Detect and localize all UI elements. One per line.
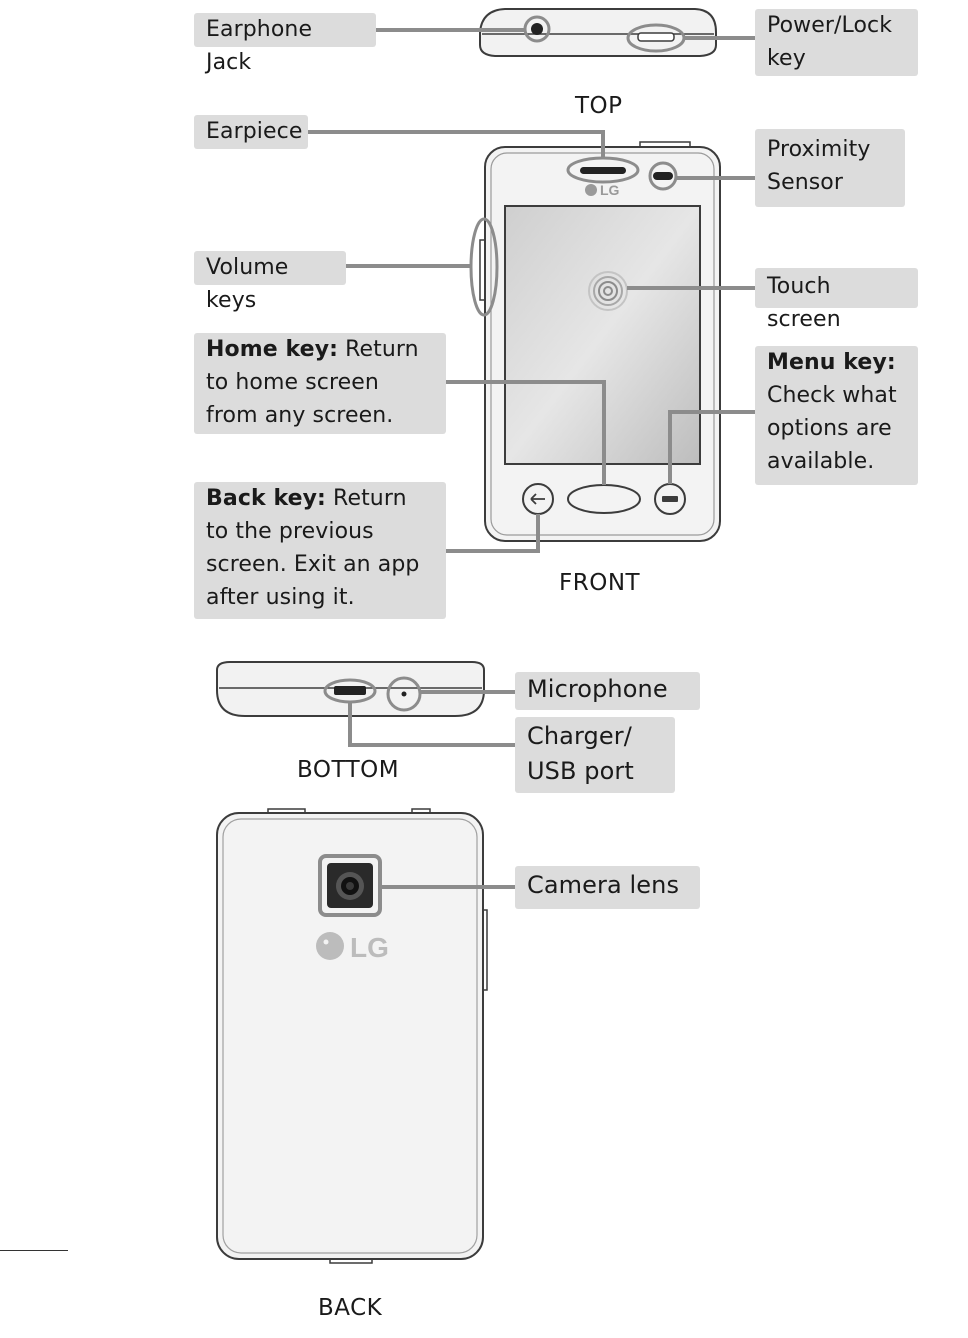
phone-back-view: LG <box>216 808 488 1264</box>
callout-camera-lens-text: Camera lens <box>527 871 680 899</box>
camera-lens-icon <box>318 854 382 917</box>
callout-microphone: Microphone <box>515 672 700 710</box>
callout-earpiece-text: Earpiece <box>206 119 303 144</box>
callout-proximity-sensor: Proximity Sensor <box>755 129 905 207</box>
lg-logo-front-text: LG <box>600 182 620 198</box>
callout-earphone-jack-text: Earphone Jack <box>206 17 313 75</box>
callout-menu-key-title: Menu key: <box>767 350 896 375</box>
callout-volume-keys-text: Volume keys <box>206 255 289 313</box>
callout-proximity-sensor-text: Proximity Sensor <box>767 137 871 195</box>
callout-earphone-jack: Earphone Jack <box>194 13 376 75</box>
callout-power-lock-key: Power/Lock key <box>755 9 918 76</box>
view-label-top: TOP <box>575 93 623 119</box>
lg-logo-back-text: LG <box>350 932 389 963</box>
callout-back-key-text: Return to the previous screen. Exit an a… <box>206 486 420 610</box>
callout-charger-usb-port-text: Charger/ USB port <box>527 722 634 785</box>
leader-usb <box>348 702 515 747</box>
callout-microphone-text: Microphone <box>527 675 668 703</box>
leader-lines <box>308 28 755 889</box>
leader-back-key <box>446 514 540 553</box>
callout-earpiece: Earpiece <box>194 115 308 149</box>
touch-icon <box>588 271 628 311</box>
view-label-bottom: BOTTOM <box>297 757 400 783</box>
leader-menu-key <box>668 410 755 484</box>
view-label-back: BACK <box>318 1295 383 1321</box>
callout-charger-usb-port: Charger/ USB port <box>515 717 675 793</box>
callout-back-key-title: Back key: <box>206 486 326 511</box>
callout-menu-key: Menu key: Check what options are availab… <box>755 346 918 485</box>
leader-home-key <box>446 380 606 485</box>
callout-home-key-text: Return to home screen from any screen. <box>206 337 419 428</box>
callout-camera-lens: Camera lens <box>515 866 700 909</box>
callout-home-key: Home key: Return to home screen from any… <box>194 333 446 434</box>
leader-earpiece <box>308 130 605 158</box>
view-label-front: FRONT <box>559 570 641 596</box>
callout-power-lock-key-text: Power/Lock key <box>767 13 893 71</box>
lg-logo-front: LG <box>585 182 620 198</box>
earphone-jack-icon <box>523 15 551 43</box>
callout-home-key-title: Home key: <box>206 337 339 362</box>
callout-touch-screen-text: Touch screen <box>767 274 841 332</box>
phone-bottom-view <box>216 661 485 717</box>
callout-volume-keys: Volume keys <box>194 251 346 313</box>
phone-front-view: LG <box>469 141 721 542</box>
lg-logo-back: LG <box>316 932 389 963</box>
footnote-rule <box>0 1250 68 1251</box>
callout-back-key: Back key: Return to the previous screen.… <box>194 482 446 619</box>
callout-touch-screen: Touch screen <box>755 268 918 332</box>
callout-menu-key-text: Check what options are available. <box>767 383 897 474</box>
phone-top-view <box>479 8 717 57</box>
